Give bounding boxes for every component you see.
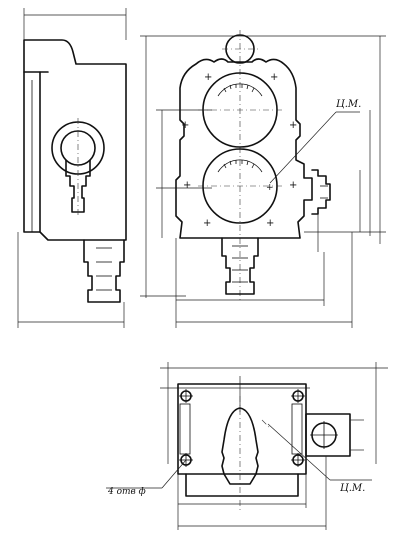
side-view-top-dimension [23, 8, 127, 40]
svg-text:+: + [181, 120, 189, 131]
svg-text:+: + [289, 180, 297, 191]
plan-view-center-mark: Ц.М. [267, 423, 372, 494]
side-view [17, 8, 127, 328]
front-view-meter-bottom: + [198, 148, 282, 224]
center-mark-label-bottom: Ц.М. [340, 483, 365, 494]
side-view-boss [51, 118, 105, 218]
svg-text:+: + [270, 72, 278, 83]
front-view-bottom-dimensions [175, 232, 353, 328]
front-view-dimension-frame [140, 35, 386, 298]
front-view-mounting-marks: + + + + + + + + [181, 72, 297, 229]
svg-text:+: + [289, 120, 297, 131]
side-view-bottom-dimension [17, 232, 125, 328]
front-view: + + + + + + + + [140, 30, 386, 328]
front-view-housing-outline [175, 58, 313, 239]
front-view-lifting-eye [222, 30, 258, 302]
svg-text:+: + [204, 72, 212, 83]
plan-view-bottom-dimensions [177, 456, 327, 530]
plan-view-holes-note: 4 отв ф [106, 459, 187, 497]
plan-view-cable-gland [221, 396, 271, 510]
side-view-terminal [83, 239, 125, 303]
front-view-side-terminal [304, 169, 386, 252]
front-view-center-mark: Ц.М. [269, 99, 361, 184]
svg-text:+: + [183, 180, 191, 191]
front-view-meter-top [198, 72, 282, 148]
center-mark-label-top: Ц.М. [336, 99, 361, 110]
plan-view-side-box [305, 413, 364, 457]
side-view-body-outline [23, 39, 127, 241]
svg-text:+: + [266, 183, 274, 193]
holes-note-label: 4 отв ф [107, 487, 146, 497]
plan-view-top-dimension [160, 362, 388, 464]
svg-text:+: + [203, 218, 211, 229]
front-view-bottom-terminal [221, 237, 259, 295]
svg-text:+: + [266, 218, 274, 229]
plan-view: 4 отв ф Ц.М. [106, 362, 388, 530]
plan-view-body-outline [177, 383, 307, 497]
plan-view-mounting-holes [179, 389, 305, 467]
